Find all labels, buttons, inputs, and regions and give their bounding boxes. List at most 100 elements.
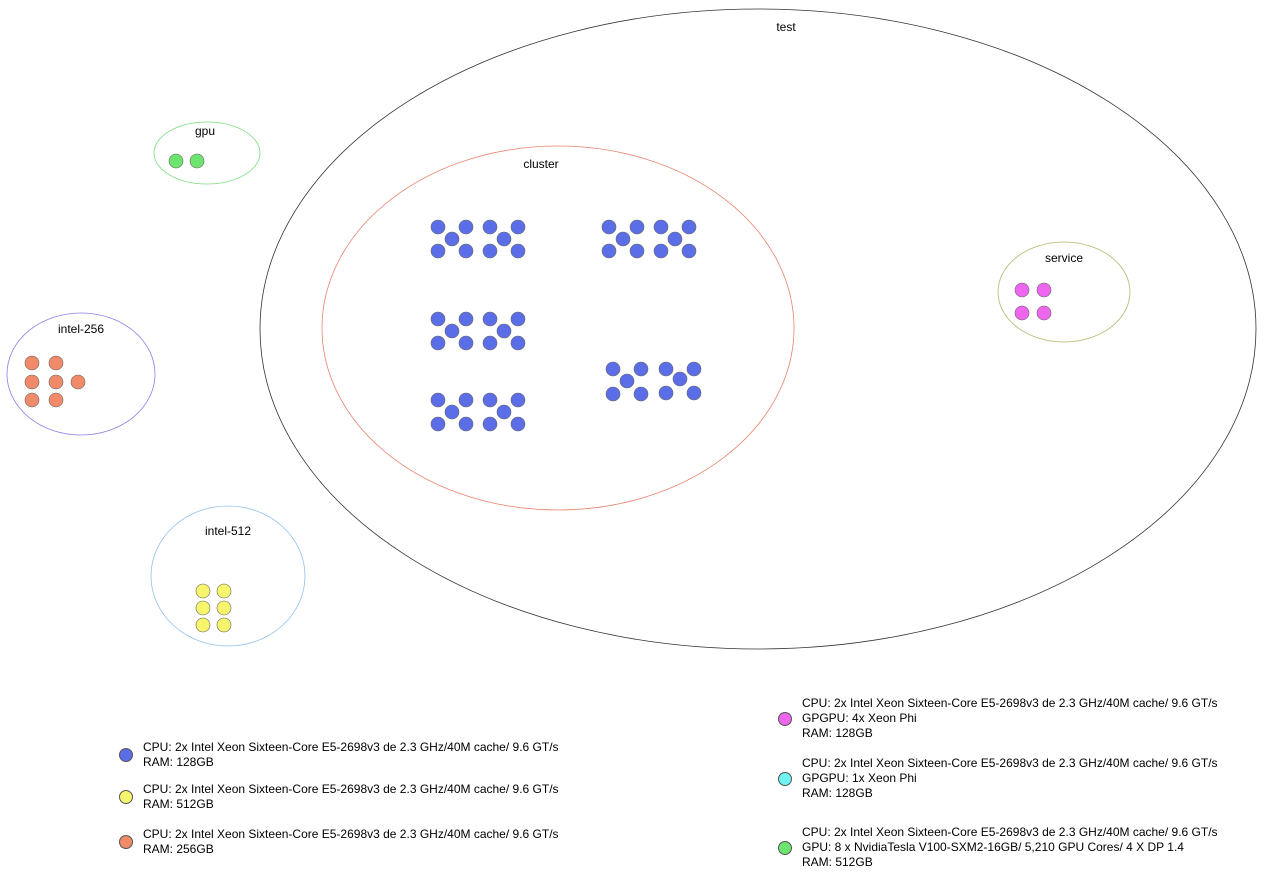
cluster-node-dot: [510, 219, 526, 235]
cluster-node-dot: [601, 243, 617, 259]
intel512-node-dot: [195, 600, 211, 616]
cluster-node-dot: [605, 361, 621, 377]
legend-text: CPU: 2x Intel Xeon Sixteen-Core E5-2698v…: [802, 756, 1218, 801]
legend-line: GPGPU: 4x Xeon Phi: [802, 711, 917, 725]
group-intel512-label: intel-512: [205, 524, 251, 538]
legend-line: CPU: 2x Intel Xeon Sixteen-Core E5-2698v…: [802, 696, 1218, 710]
cluster-node-dot: [458, 311, 474, 327]
service-node-dot: [1014, 305, 1030, 321]
yellow-node-icon: [119, 790, 133, 804]
cluster-node-dot: [430, 219, 446, 235]
cluster-node-dot: [667, 231, 683, 247]
group-intel256-label: intel-256: [58, 322, 104, 336]
cluster-node-dot: [653, 243, 669, 259]
legend-text: CPU: 2x Intel Xeon Sixteen-Core E5-2698v…: [802, 696, 1218, 741]
cluster-node-dot: [686, 385, 702, 401]
cluster-node-dot: [482, 416, 498, 432]
cluster-node-dot: [496, 404, 512, 420]
group-service-label: service: [1045, 251, 1083, 265]
cluster-node-dot: [482, 243, 498, 259]
group-intel512-ellipse: [150, 505, 306, 647]
legend-line: RAM: 128GB: [143, 755, 214, 769]
intel256-node-dot: [48, 374, 64, 390]
cluster-node-dot: [633, 386, 649, 402]
intel256-node-dot: [24, 374, 40, 390]
service-node-dot: [1036, 305, 1052, 321]
orange-node-icon: [119, 835, 133, 849]
group-service-ellipse: [997, 241, 1131, 343]
cluster-node-dot: [629, 219, 645, 235]
cluster-node-dot: [653, 219, 669, 235]
cluster-node-dot: [444, 231, 460, 247]
intel512-node-dot: [195, 583, 211, 599]
legend-line: RAM: 128GB: [802, 786, 873, 800]
intel512-node-dot: [216, 583, 232, 599]
cluster-node-dot: [482, 392, 498, 408]
legend-line: RAM: 256GB: [143, 842, 214, 856]
cluster-node-dot: [430, 392, 446, 408]
cluster-node-dot: [510, 335, 526, 351]
intel512-node-dot: [216, 600, 232, 616]
group-test-label: test: [776, 20, 796, 34]
legend-item-orange: CPU: 2x Intel Xeon Sixteen-Core E5-2698v…: [119, 827, 559, 857]
legend-text: CPU: 2x Intel Xeon Sixteen-Core E5-2698v…: [143, 740, 559, 770]
gpu-node-dot: [189, 153, 205, 169]
legend-line: CPU: 2x Intel Xeon Sixteen-Core E5-2698v…: [802, 756, 1218, 770]
green-node-icon: [778, 840, 792, 855]
cluster-node-dot: [482, 311, 498, 327]
intel256-node-dot: [48, 392, 64, 408]
legend-item-green: CPU: 2x Intel Xeon Sixteen-Core E5-2698v…: [778, 825, 1218, 870]
cluster-node-dot: [681, 219, 697, 235]
intel512-node-dot: [216, 617, 232, 633]
cluster-node-dot: [681, 243, 697, 259]
legend-item-blue: CPU: 2x Intel Xeon Sixteen-Core E5-2698v…: [119, 740, 559, 770]
cluster-node-dot: [430, 311, 446, 327]
legend-line: RAM: 128GB: [802, 726, 873, 740]
cluster-node-dot: [619, 373, 635, 389]
cluster-node-dot: [458, 392, 474, 408]
cluster-node-dot: [458, 416, 474, 432]
cluster-node-dot: [658, 385, 674, 401]
cluster-node-dot: [510, 243, 526, 259]
group-cluster-ellipse: [321, 145, 795, 511]
cluster-node-dot: [510, 311, 526, 327]
legend-line: CPU: 2x Intel Xeon Sixteen-Core E5-2698v…: [143, 782, 559, 796]
legend-item-magenta: CPU: 2x Intel Xeon Sixteen-Core E5-2698v…: [778, 696, 1218, 741]
intel256-node-dot: [48, 355, 64, 371]
group-cluster-label: cluster: [523, 157, 558, 171]
group-gpu-label: gpu: [195, 124, 215, 138]
gpu-node-dot: [168, 153, 184, 169]
cluster-node-dot: [444, 323, 460, 339]
legend-line: CPU: 2x Intel Xeon Sixteen-Core E5-2698v…: [143, 827, 559, 841]
cluster-node-dot: [482, 335, 498, 351]
cluster-node-dot: [444, 404, 460, 420]
legend-text: CPU: 2x Intel Xeon Sixteen-Core E5-2698v…: [802, 825, 1218, 870]
intel256-node-dot: [24, 355, 40, 371]
cluster-node-dot: [430, 416, 446, 432]
legend-text: CPU: 2x Intel Xeon Sixteen-Core E5-2698v…: [143, 782, 559, 812]
cluster-node-dot: [458, 335, 474, 351]
cluster-node-dot: [510, 416, 526, 432]
cluster-node-dot: [601, 219, 617, 235]
group-gpu-ellipse: [153, 121, 261, 185]
cluster-node-dot: [658, 361, 674, 377]
cluster-node-dot: [482, 219, 498, 235]
cluster-node-dot: [629, 243, 645, 259]
cluster-node-dot: [672, 371, 688, 387]
group-test-ellipse: [259, 8, 1257, 650]
cluster-node-dot: [605, 386, 621, 402]
cluster-node-dot: [430, 243, 446, 259]
magenta-node-icon: [778, 711, 792, 726]
intel256-node-dot: [24, 392, 40, 408]
legend-line: CPU: 2x Intel Xeon Sixteen-Core E5-2698v…: [802, 825, 1218, 839]
legend-line: RAM: 512GB: [802, 855, 873, 869]
intel512-node-dot: [195, 617, 211, 633]
service-node-dot: [1014, 282, 1030, 298]
group-intel256-ellipse: [6, 312, 156, 436]
legend-line: CPU: 2x Intel Xeon Sixteen-Core E5-2698v…: [143, 740, 559, 754]
legend-line: GPGPU: 1x Xeon Phi: [802, 771, 917, 785]
cluster-node-dot: [615, 231, 631, 247]
cluster-node-dot: [458, 243, 474, 259]
cluster-node-dot: [633, 361, 649, 377]
